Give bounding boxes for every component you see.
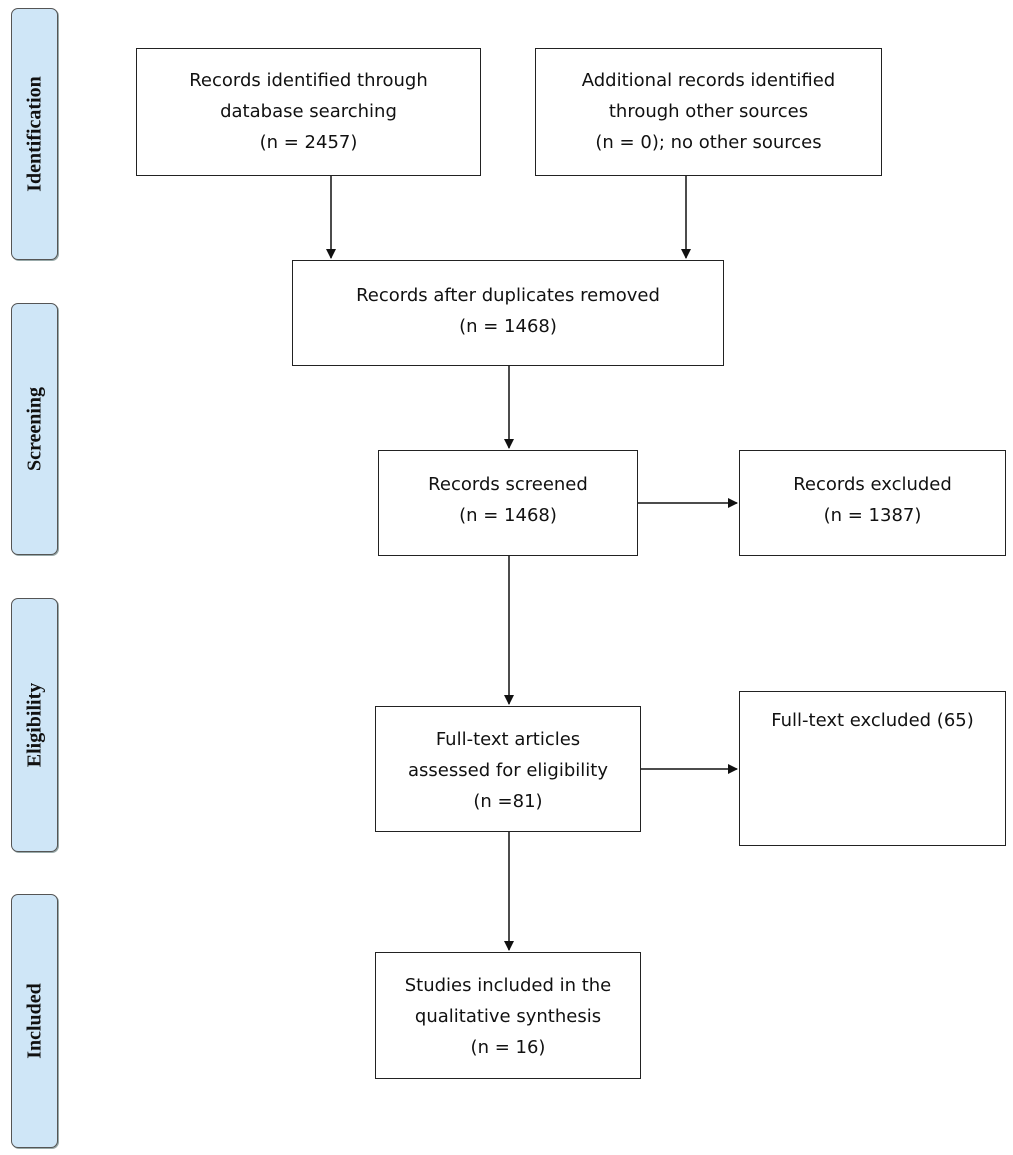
- box-fulltext-excluded: Full-text excluded (65): [739, 691, 1006, 846]
- box-included-line2: qualitative synthesis: [414, 1006, 602, 1027]
- box-screened-line1: Records screened: [428, 474, 588, 495]
- box-screened-line2: (n = 1468): [459, 505, 557, 526]
- box-records-screened: Records screened (n = 1468): [378, 450, 638, 556]
- box-included-line1: Studies included in the: [404, 975, 612, 996]
- box-fulltext-assessed: Full-text articles assessed for eligibil…: [375, 706, 641, 832]
- box-excluded-line1: Records excluded: [793, 474, 952, 495]
- box-excluded-line2: (n = 1387): [823, 505, 922, 526]
- box-studies-included: Studies included in the qualitative synt…: [375, 952, 641, 1079]
- box-database-records: Records identified through database sear…: [136, 48, 481, 176]
- box-fulltext-line3: (n =81): [473, 791, 543, 812]
- box-fulltext-excluded-line1: Full-text excluded (65): [771, 710, 974, 731]
- box-after-duplicates: Records after duplicates removed (n = 14…: [292, 260, 724, 366]
- phase-included: Included: [11, 894, 58, 1148]
- box-database-line1: Records identified through: [189, 70, 428, 91]
- box-other-sources: Additional records identified through ot…: [535, 48, 882, 176]
- box-duplicates-line1: Records after duplicates removed: [356, 285, 660, 306]
- box-other-line2: through other sources: [608, 101, 809, 122]
- box-other-line3: (n = 0); no other sources: [595, 132, 822, 153]
- box-fulltext-line2: assessed for eligibility: [408, 760, 608, 781]
- box-database-line2: database searching: [220, 101, 397, 122]
- box-fulltext-line1: Full-text articles: [435, 729, 581, 750]
- box-database-line3: (n = 2457): [259, 132, 358, 153]
- box-records-excluded: Records excluded (n = 1387): [739, 450, 1006, 556]
- box-duplicates-line2: (n = 1468): [459, 316, 557, 337]
- phase-identification: Identification: [11, 8, 58, 260]
- phase-screening: Screening: [11, 303, 58, 555]
- box-included-line3: (n = 16): [470, 1037, 546, 1058]
- box-other-line1: Additional records identified: [581, 70, 836, 91]
- phase-eligibility: Eligibility: [11, 598, 58, 852]
